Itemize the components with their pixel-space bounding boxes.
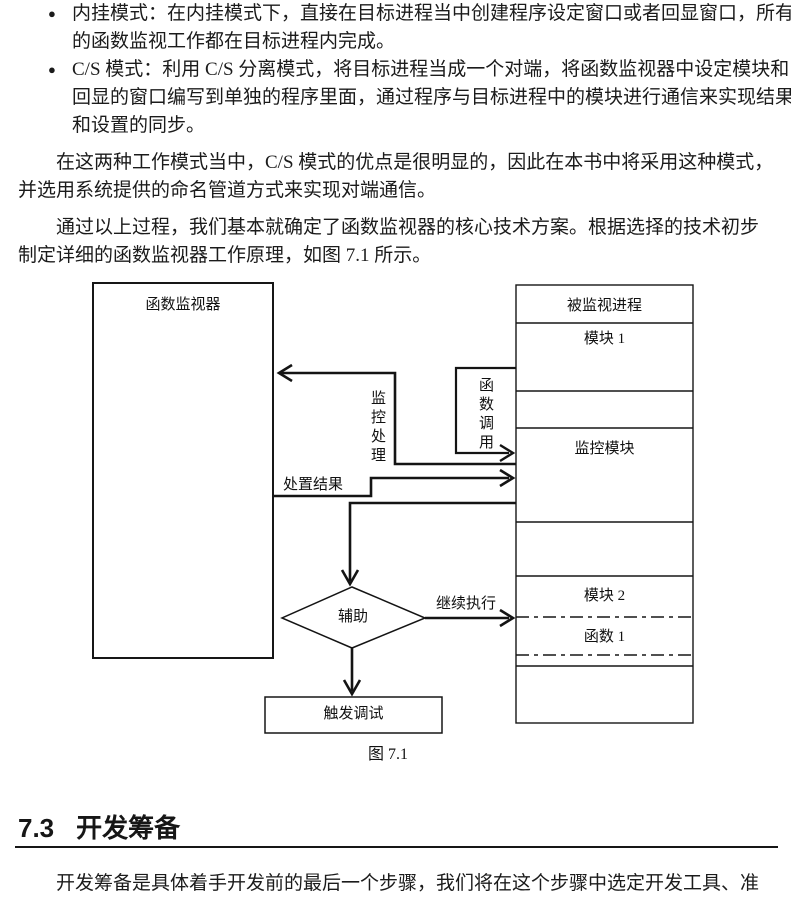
decision-feed-arrowhead <box>340 569 360 587</box>
result-arrowhead <box>499 468 516 488</box>
section-heading: 7.3 开发筹备 <box>18 808 180 845</box>
process-box-section-lines <box>516 322 693 667</box>
monitored-process-box <box>515 284 694 724</box>
function-call-channel <box>454 366 516 455</box>
monitor-handling-label: 监控处理 <box>369 390 385 466</box>
result-label: 处置结果 <box>283 477 344 493</box>
figure-caption: 图 7.1 <box>368 746 409 763</box>
module1-label: 模块 1 <box>583 331 626 347</box>
trigger-arrowhead <box>342 679 362 697</box>
function-call-arrowhead <box>499 443 516 463</box>
continue-arrowhead <box>499 608 516 628</box>
module2-label: 模块 2 <box>583 588 626 604</box>
decision-label: 辅助 <box>337 609 368 625</box>
bullet2-line3: 和设置的同步。 <box>72 115 206 136</box>
monitored-process-title: 被监视进程 <box>566 298 642 314</box>
result-path <box>274 476 509 498</box>
heading-rule <box>15 846 778 848</box>
function-monitor-title: 函数监视器 <box>145 297 221 313</box>
bullet-icon: ● <box>48 62 56 77</box>
section-title: 开发筹备 <box>76 813 181 843</box>
monitor-module-label: 监控模块 <box>574 441 635 457</box>
para1-line2: 并选用系统提供的命名管道方式来实现对端通信。 <box>18 180 437 201</box>
bullet2-line1: C/S 模式：利用 C/S 分离模式，将目标进程当成一个对端，将函数监视器中设定… <box>72 59 790 80</box>
function1-label: 函数 1 <box>583 629 626 645</box>
decision-feed-path <box>348 501 516 581</box>
monitor-handling-arrowhead <box>276 363 293 383</box>
section-number: 7.3 <box>18 813 55 843</box>
para1-line1: 在这两种工作模式当中，C/S 模式的优点是很明显的，因此在本书中将采用这种模式， <box>56 152 774 173</box>
bullet1-line1: 内挂模式：在内挂模式下，直接在目标进程当中创建程序设定窗口或者回显窗口，所有 <box>72 3 791 24</box>
trigger-debug-label: 触发调试 <box>323 706 384 722</box>
para2-line1: 通过以上过程，我们基本就确定了函数监视器的核心技术方案。根据选择的技术初步 <box>56 217 760 238</box>
function-call-label: 函数调用 <box>477 377 493 453</box>
trigger-debug-box <box>264 696 443 734</box>
function-monitor-box <box>92 282 274 659</box>
monitor-handling-path <box>281 371 516 466</box>
bullet1-line2: 的函数监视工作都在目标进程内完成。 <box>72 31 396 52</box>
footer-paragraph-line: 开发筹备是具体着手开发前的最后一个步骤，我们将在这个步骤中选定开发工具、准 <box>56 873 760 894</box>
continue-label: 继续执行 <box>436 596 497 612</box>
bullet-icon: ● <box>48 6 56 21</box>
bullet2-line2: 回显的窗口编写到单独的程序里面，通过程序与目标进程中的模块进行通信来实现结果 <box>72 87 791 108</box>
para2-line2: 制定详细的函数监视器工作原理，如图 7.1 所示。 <box>18 245 432 266</box>
